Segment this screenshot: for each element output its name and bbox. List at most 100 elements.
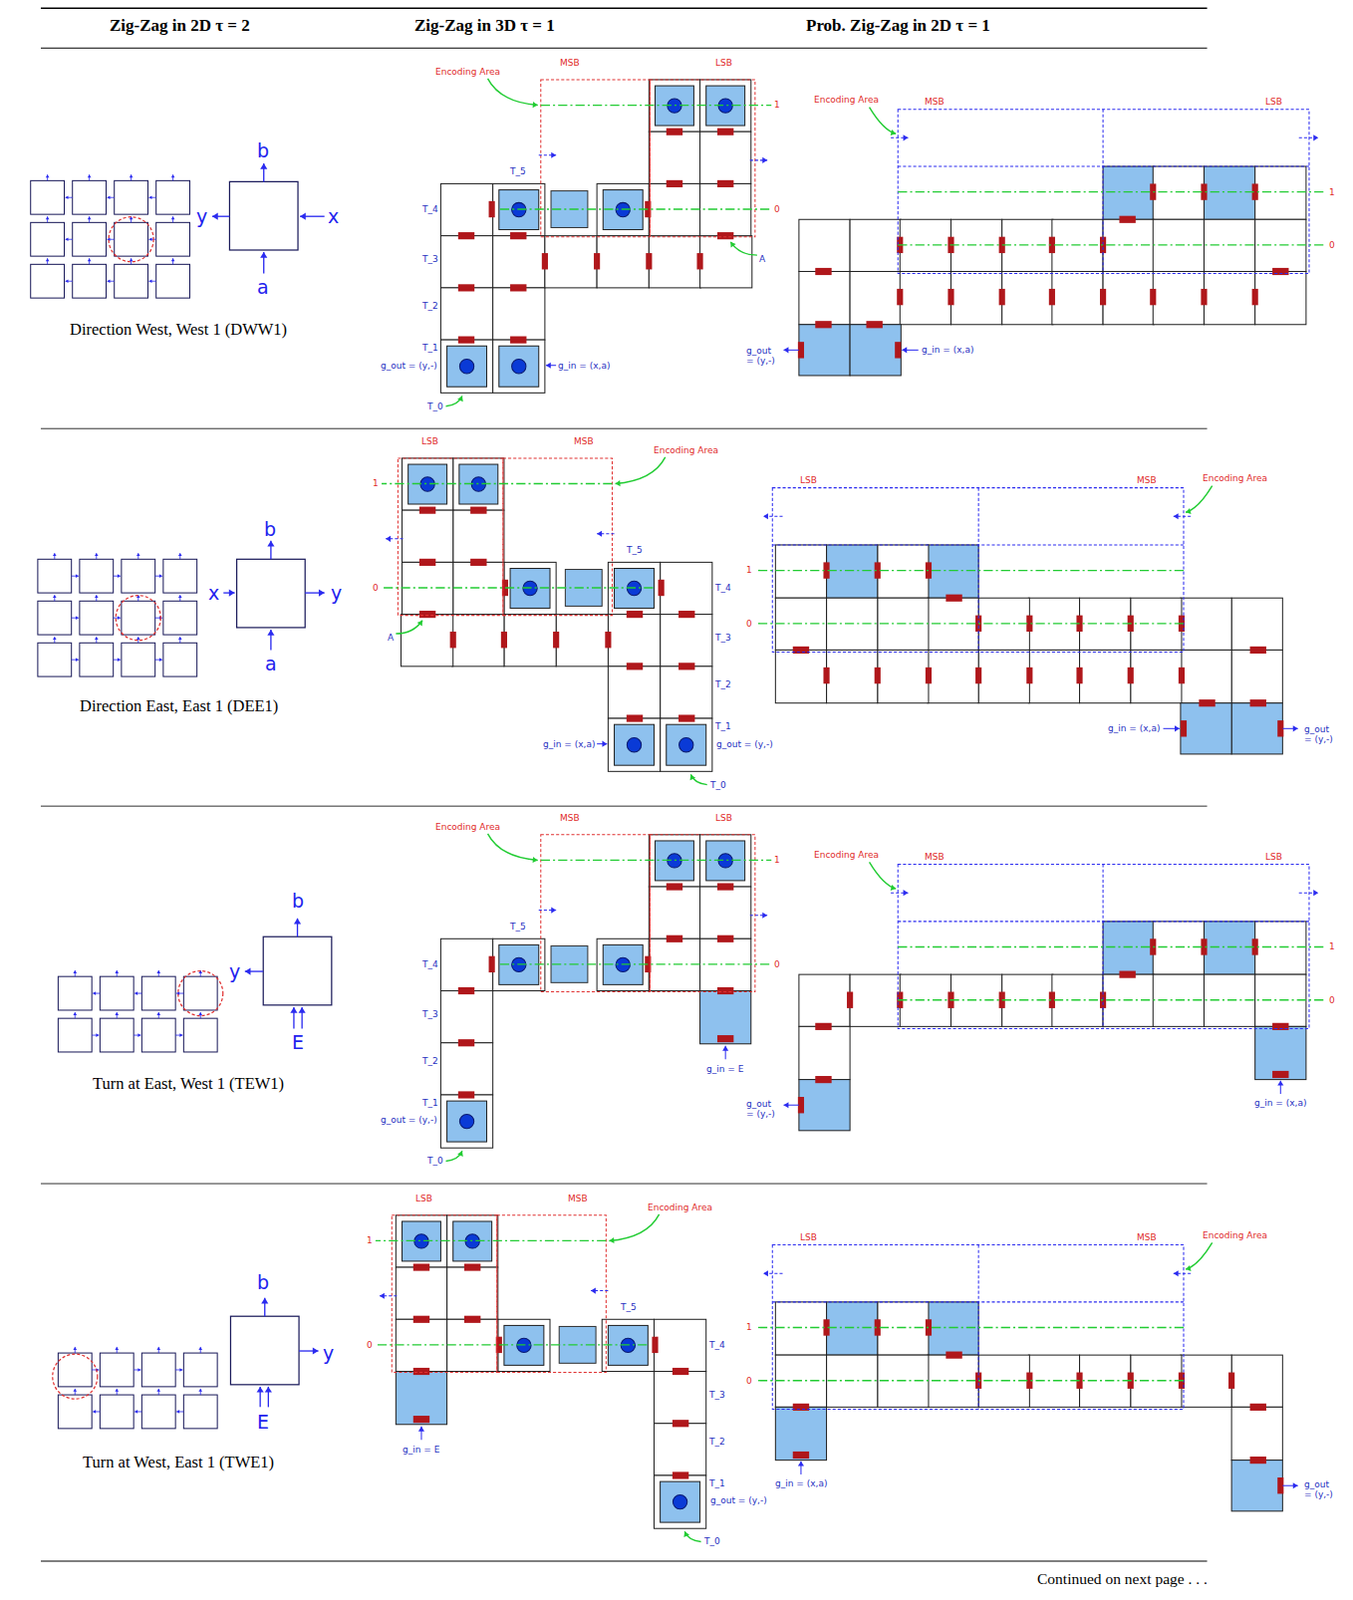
region-label: LSB (1265, 96, 1283, 107)
region-label: LSB (715, 812, 733, 823)
tile (700, 79, 752, 132)
glue-marker (814, 320, 831, 328)
arrow-head (267, 541, 274, 547)
glue-dot (672, 1494, 687, 1509)
arrow-head (134, 991, 138, 996)
arrow-head (763, 1270, 769, 1277)
glue-marker (458, 283, 475, 291)
signal-label: T_1 (422, 1097, 439, 1108)
tile (775, 544, 826, 598)
signal-label: g_out = (y,-) (746, 1098, 778, 1119)
region-label: Encoding Area (435, 821, 501, 832)
glue-marker (822, 667, 829, 684)
glue-marker (510, 232, 527, 240)
tile (849, 974, 901, 1027)
port-label: y (229, 960, 241, 983)
arrow-head (94, 636, 99, 640)
arrow-head (75, 615, 79, 620)
tile (607, 718, 660, 772)
glue-marker (666, 882, 683, 890)
arrow-head (590, 1288, 596, 1295)
arrow-head (136, 636, 141, 640)
glue-marker (413, 1415, 430, 1423)
glue-marker (814, 1023, 831, 1031)
glue-marker (672, 1419, 689, 1427)
grid-tile (163, 558, 198, 593)
tile (1255, 1026, 1307, 1080)
glue-marker (925, 667, 932, 684)
bit-line (897, 946, 1326, 948)
port-label: x (327, 205, 339, 228)
arrow-head (92, 1409, 96, 1414)
bit-line (500, 208, 772, 210)
port-label: y (330, 581, 342, 604)
region-label: MSB (1136, 475, 1157, 486)
bit-line (756, 622, 1184, 624)
arrow-head (107, 195, 111, 200)
table-rule (40, 806, 1208, 808)
arrow-head (52, 552, 57, 556)
region-label: 0 (1329, 240, 1336, 251)
tile (1080, 649, 1131, 703)
grid-tile (99, 1018, 134, 1053)
tile (1130, 649, 1182, 703)
tile (799, 270, 850, 324)
signal-label: g_out = (y,-) (380, 1114, 438, 1125)
arrow-head (178, 552, 183, 556)
tile (493, 236, 545, 288)
port-label: a (265, 652, 277, 675)
tile (1130, 1354, 1182, 1407)
port-label: b (257, 1271, 270, 1294)
glue-marker (1178, 667, 1185, 684)
arrow-head (762, 912, 768, 919)
glue-marker (717, 180, 734, 188)
signal-label: T_4 (715, 582, 732, 593)
arrow-head (149, 195, 153, 200)
glue-marker (464, 1263, 481, 1271)
glue-marker (413, 1367, 430, 1375)
arrow-head (72, 970, 77, 974)
region-label: LSB (1265, 851, 1283, 862)
glue-marker (696, 253, 703, 270)
glue-marker (450, 631, 457, 648)
grid-tile (37, 642, 72, 677)
region-label: MSB (924, 96, 945, 107)
leader-arrow (446, 395, 463, 406)
glue-marker (413, 1263, 430, 1271)
signal-label: g_in = (x,a) (557, 360, 610, 371)
port-label: y (322, 1342, 334, 1364)
grid-tile (141, 976, 176, 1011)
tile (440, 183, 493, 236)
arrow-head (198, 1347, 203, 1351)
grid-tile (163, 642, 198, 677)
signal-label: T_0 (704, 1536, 721, 1547)
grid-tile (183, 1353, 218, 1387)
signal-label: T_5 (510, 166, 527, 177)
arrow-head (890, 884, 897, 891)
arrow-head (1185, 1265, 1192, 1272)
tile (440, 339, 493, 393)
arrow-head (156, 970, 161, 974)
region-label: LSB (715, 57, 733, 68)
grid-tile (99, 1353, 134, 1387)
leader-arrow (684, 1531, 701, 1542)
signal-label: g_in = E (402, 1444, 440, 1455)
seed-tile (499, 345, 540, 387)
arrow-head (134, 1409, 138, 1414)
region-label: 0 (1329, 995, 1336, 1006)
grid-tile (141, 1394, 176, 1429)
grid-tile (99, 1394, 134, 1429)
arrow-head (260, 163, 268, 170)
tile (700, 834, 752, 887)
arrow-head (890, 129, 897, 136)
arrow-head (1173, 1270, 1179, 1277)
tile (1255, 921, 1307, 975)
tile (1203, 270, 1255, 324)
glue-marker (1026, 667, 1033, 684)
tile (899, 974, 951, 1027)
arrow-head (457, 1150, 464, 1157)
glue-marker (1250, 699, 1267, 707)
glue-marker (1200, 288, 1207, 305)
grid-tile (99, 976, 134, 1011)
tile (493, 287, 545, 340)
